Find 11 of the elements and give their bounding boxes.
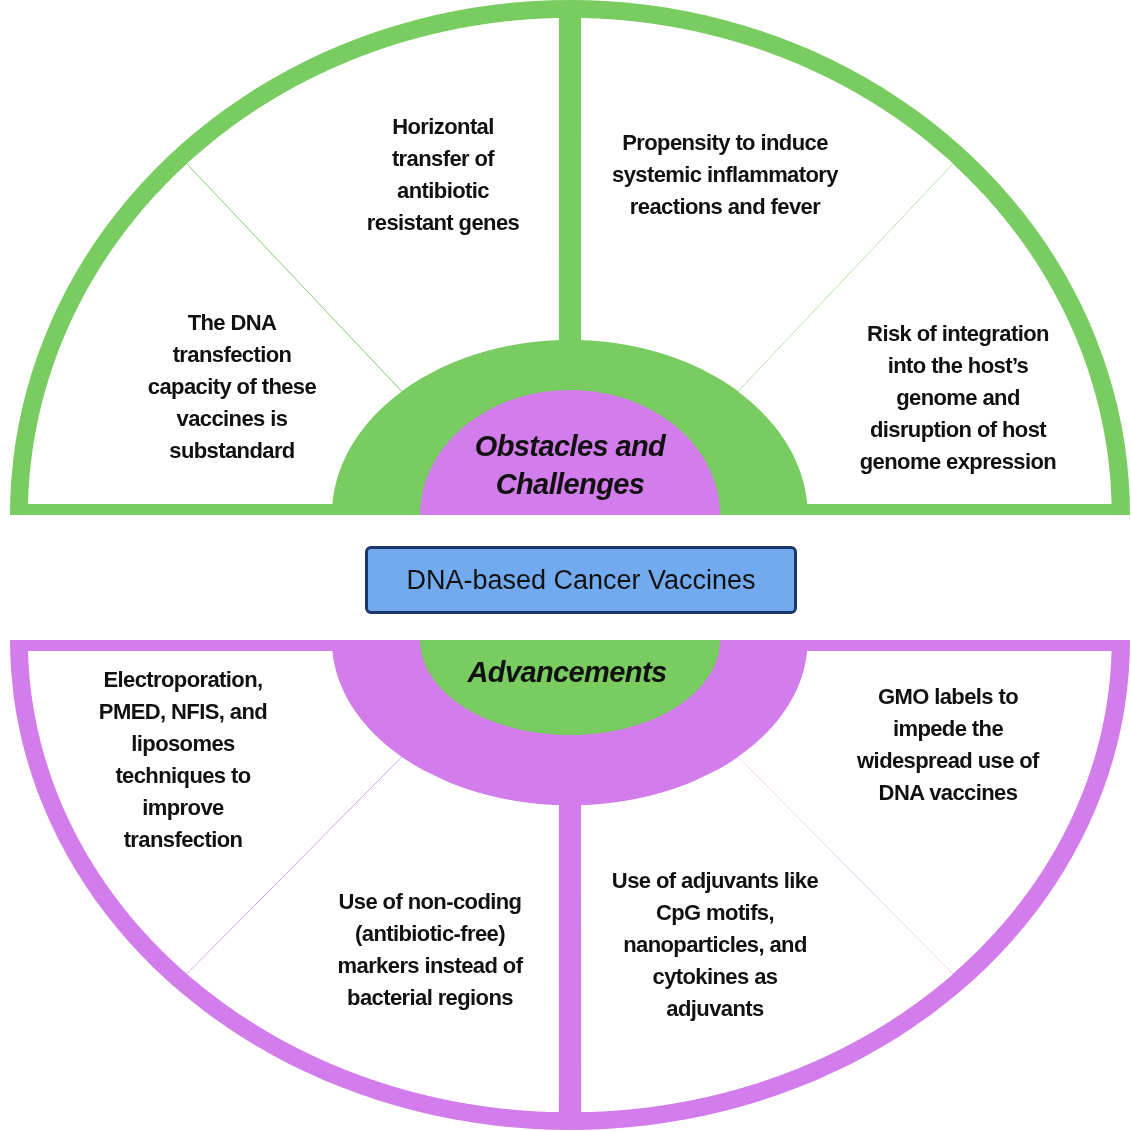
title-box: DNA-based Cancer Vaccines: [365, 546, 797, 614]
segment-text: GMO labels to impede the widespread use of DNA vaccines: [856, 683, 1041, 807]
segment-text: Propensity to induce systemic inflammatory reactions and fever: [611, 129, 840, 221]
segment-text: Horizontal transfer of antibiotic resistant genes: [365, 113, 521, 237]
segment-text: Electroporation, PMED, NFIS, and liposomes techniques to improve transfection: [97, 666, 269, 854]
segment-text: Risk of integration into the host’s genome and disruption of host genome expression: [858, 320, 1058, 476]
segment-text: Use of non-coding (antibiotic-free) markers instead of bacterial regions: [336, 888, 524, 1012]
segment-text: Use of adjuvants like CpG motifs, nanoparticles, and cytokines as adjuvants: [610, 867, 820, 1023]
segment-text: The DNA transfection capacity of these vaccines is substandard: [146, 309, 318, 465]
section-title: Obstacles and Challenges: [473, 429, 667, 502]
section-title: Advancements: [466, 655, 668, 690]
